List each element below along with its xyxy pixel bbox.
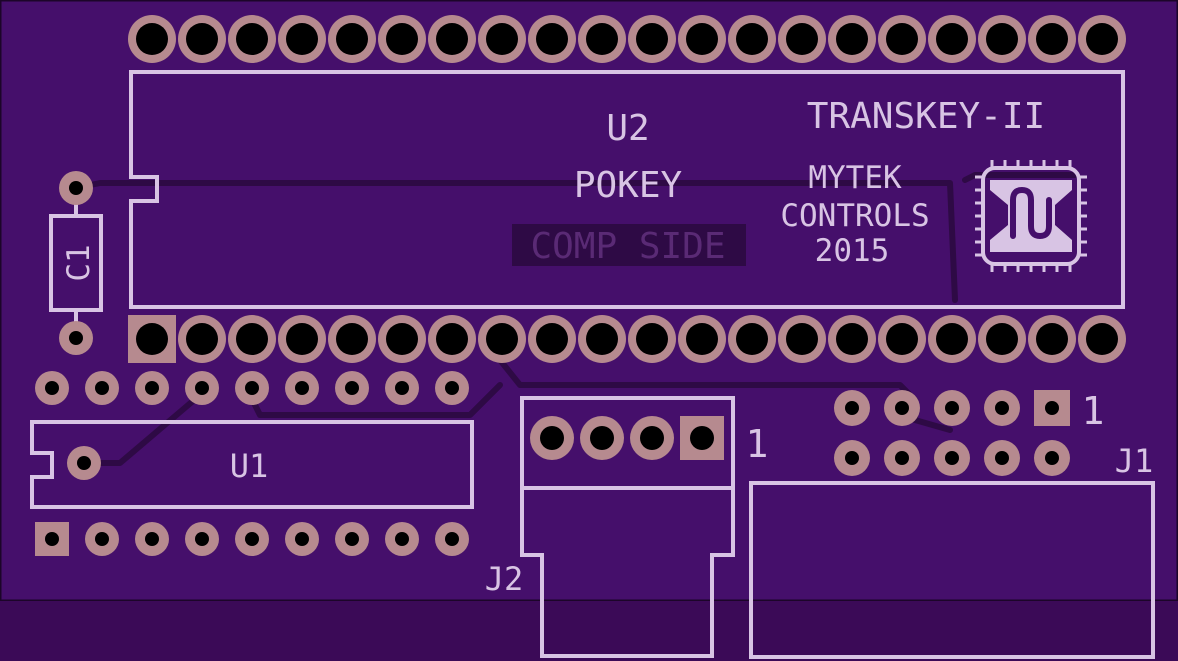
u2-pad-bottom-drill: [836, 323, 868, 355]
u1-pad-top-drill: [345, 381, 359, 395]
u2-pad-bottom-drill: [786, 323, 818, 355]
pads-group: [35, 15, 1126, 556]
u1-pad-bottom-drill: [395, 532, 409, 546]
u2-pad-top-drill: [586, 23, 618, 55]
u2-pad-bottom-drill: [636, 323, 668, 355]
u2-pad-top-drill: [186, 23, 218, 55]
u2-pad-top-drill: [136, 23, 168, 55]
u1-outline: [30, 420, 474, 509]
u1-pad-bottom-drill: [95, 532, 109, 546]
u2-pad-bottom-drill: [486, 323, 518, 355]
j1-outline: [749, 481, 1155, 659]
u2-pad-bottom-drill: [536, 323, 568, 355]
j2-pad-drill: [640, 426, 664, 450]
u2-pad-bottom-drill: [286, 323, 318, 355]
u2-pad-bottom-drill: [936, 323, 968, 355]
board-title: TRANSKEY-II: [807, 96, 1045, 137]
u2-pad-top-drill: [986, 23, 1018, 55]
j2-pad-drill: [540, 426, 564, 450]
j1-pad-top-drill: [995, 401, 1009, 415]
u2-pad-top-drill: [886, 23, 918, 55]
u2-pad-top-drill: [486, 23, 518, 55]
c1-pad-drill: [69, 181, 83, 195]
u2-pad-top-drill: [1036, 23, 1068, 55]
j1-pin1-marker: 1: [1082, 389, 1105, 433]
u2-pad-bottom-drill: [886, 323, 918, 355]
u2-pad-top-drill: [786, 23, 818, 55]
u2-pad-top-drill: [536, 23, 568, 55]
u1-pad-top-drill: [395, 381, 409, 395]
u2-value-label: POKEY: [574, 165, 683, 206]
j1-pad-bottom-drill: [895, 451, 909, 465]
maker-line1: MYTEK: [808, 160, 902, 196]
u2-pad-bottom-drill: [136, 323, 168, 355]
j2-pad-drill: [690, 426, 714, 450]
u1-notch-pad-drill: [77, 456, 91, 470]
c1-pad-drill: [69, 331, 83, 345]
j2-pad-drill: [590, 426, 614, 450]
u1-pad-top-drill: [195, 381, 209, 395]
u2-pad-bottom-drill: [986, 323, 1018, 355]
u1-pad-bottom-drill: [445, 532, 459, 546]
u2-pad-top-drill: [286, 23, 318, 55]
u2-pad-top-drill: [836, 23, 868, 55]
j1-pad-bottom-drill: [945, 451, 959, 465]
board-outline: [0, 0, 1178, 603]
j1-pad-bottom-drill: [995, 451, 1009, 465]
j1-pad-top-drill: [895, 401, 909, 415]
j1-pad-top-drill: [845, 401, 859, 415]
u1-pad-top-drill: [245, 381, 259, 395]
u1-pad-top-drill: [295, 381, 309, 395]
u2-outline: [129, 70, 1125, 309]
u2-pad-bottom-drill: [686, 323, 718, 355]
u2-pad-bottom-drill: [186, 323, 218, 355]
u2-pad-bottom-drill: [1036, 323, 1068, 355]
j2-pin1-marker: 1: [746, 422, 769, 466]
u2-pad-top-drill: [236, 23, 268, 55]
u1-ref-label: U1: [230, 447, 269, 485]
j1-pad-bottom-drill: [1045, 451, 1059, 465]
u1-pad-top-drill: [45, 381, 59, 395]
u2-pad-bottom-drill: [1086, 323, 1118, 355]
u2-pad-bottom-drill: [586, 323, 618, 355]
u1-pad-top-drill: [445, 381, 459, 395]
u2-pad-bottom-drill: [336, 323, 368, 355]
u2-pad-bottom-drill: [386, 323, 418, 355]
j2-outline: [520, 396, 735, 658]
board-year: 2015: [815, 233, 890, 269]
u1-pad-bottom-drill: [145, 532, 159, 546]
u2-pad-top-drill: [686, 23, 718, 55]
j2-ref-label: J2: [485, 560, 524, 598]
u2-pad-top-drill: [336, 23, 368, 55]
comp-side-label: COMP SIDE: [530, 226, 725, 267]
u1-pad-bottom-drill: [245, 532, 259, 546]
u1-pad-top-drill: [95, 381, 109, 395]
u2-ref-label: U2: [606, 108, 649, 149]
j1-pad-bottom-drill: [845, 451, 859, 465]
board-bottom-margin: [0, 601, 1178, 661]
u1-pad-bottom-drill: [345, 532, 359, 546]
u2-pad-bottom-drill: [436, 323, 468, 355]
u1-pad-bottom-drill: [45, 532, 59, 546]
u2-pad-top-drill: [636, 23, 668, 55]
c1-ref-label: C1: [61, 244, 97, 281]
u1-pad-bottom-drill: [295, 532, 309, 546]
u2-pad-bottom-drill: [736, 323, 768, 355]
j1-pad-top-drill: [1045, 401, 1059, 415]
maker-line2: CONTROLS: [780, 198, 929, 234]
j1-pad-top-drill: [945, 401, 959, 415]
u2-pad-top-drill: [386, 23, 418, 55]
u2-pad-top-drill: [436, 23, 468, 55]
u2-pad-bottom-drill: [236, 323, 268, 355]
u2-pad-top-drill: [1086, 23, 1118, 55]
u2-pad-top-drill: [736, 23, 768, 55]
u2-pad-top-drill: [936, 23, 968, 55]
u1-pad-bottom-drill: [195, 532, 209, 546]
u1-pad-top-drill: [145, 381, 159, 395]
j1-ref-label: J1: [1115, 442, 1154, 480]
comp-side-label-bg: [512, 224, 746, 266]
mytek-chip-logo-icon: [975, 160, 1087, 272]
